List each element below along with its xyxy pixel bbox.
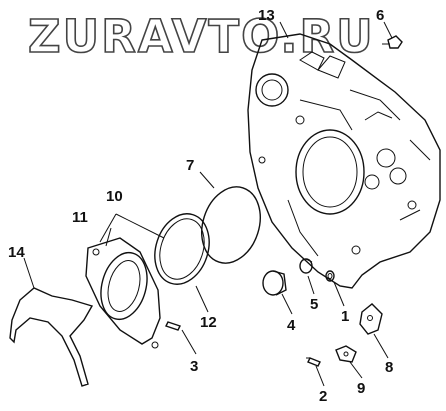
- callout-4: 4: [287, 317, 296, 334]
- callout-9: 9: [357, 380, 365, 397]
- callout-6: 6: [376, 7, 384, 24]
- pin-part-3: [165, 321, 181, 331]
- bracket-part-9: [335, 345, 357, 363]
- watermark-text: ZURAVTO.RU: [28, 10, 375, 63]
- seal-ring-part-12: [154, 213, 210, 285]
- plug-part-5: [299, 258, 313, 274]
- flywheel-housing: [247, 33, 441, 289]
- fitting-part-1: [325, 270, 335, 282]
- plug-part-4: [262, 270, 287, 296]
- callout-12: 12: [200, 314, 217, 331]
- leader-lines: [23, 21, 393, 387]
- seal-ring-part-7: [201, 186, 261, 264]
- bolt-part-6: [382, 35, 403, 49]
- callout-11: 11: [72, 209, 88, 226]
- screw-part-2: [306, 357, 321, 367]
- callout-1: 1: [341, 308, 349, 325]
- callout-5: 5: [310, 296, 318, 313]
- callout-numbers: 13 6 7 10 11 14 12 3 4 5 1 8 9 2: [8, 7, 393, 405]
- callout-14: 14: [8, 244, 25, 261]
- callout-8: 8: [385, 359, 393, 376]
- cover-plate-part-8: [359, 303, 383, 335]
- seal-cover-part-11: [85, 237, 161, 349]
- callout-10: 10: [106, 188, 123, 205]
- gasket-part-14: [9, 287, 94, 387]
- callout-13: 13: [258, 7, 275, 24]
- callout-3: 3: [190, 358, 198, 375]
- callout-2: 2: [319, 388, 327, 405]
- callout-7: 7: [186, 157, 194, 174]
